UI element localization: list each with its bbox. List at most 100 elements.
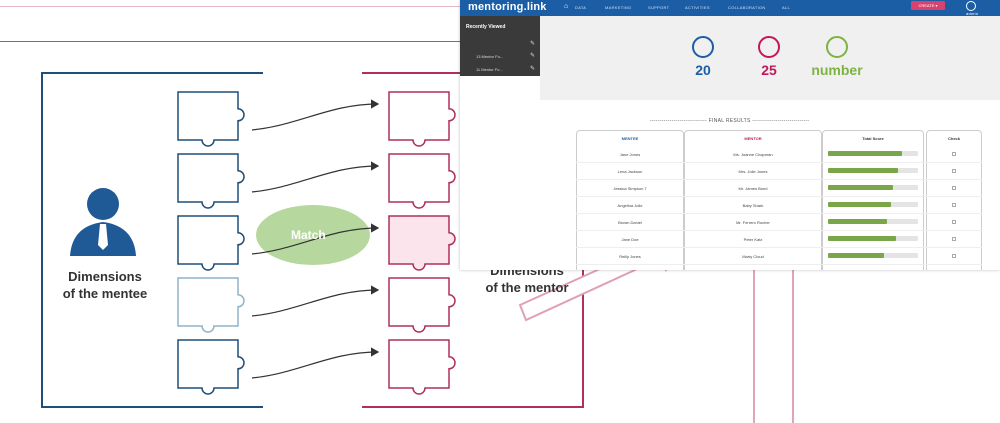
connection-arrow <box>251 347 380 379</box>
mentee-cell: Lena Jackson <box>617 169 643 174</box>
mentor-cell: Mrs. Jolie Jones <box>738 169 768 174</box>
home-icon[interactable]: ⌂ <box>564 3 569 10</box>
connection-arrow <box>251 285 380 317</box>
create-button[interactable]: CREATE ▾ <box>911 1 945 10</box>
mentor-cell: Ms. Joanne Chapman <box>733 152 773 157</box>
nav-activities[interactable]: ACTIVITIES <box>685 5 710 10</box>
mentor-label-line2: of the mentor <box>485 280 569 295</box>
mentor-cell: Peter Katz <box>743 237 763 242</box>
score-bar <box>828 202 918 207</box>
mentor-piece <box>388 339 456 395</box>
mentee-piece <box>177 153 245 209</box>
mentee-piece <box>177 339 245 395</box>
results-title: ----------------------------- FINAL RESU… <box>650 118 810 124</box>
mentee-cell: Jane Jones <box>619 152 641 157</box>
mentee-column-frame <box>576 130 684 270</box>
score-bar <box>828 236 918 241</box>
mentor-cell: Marty Cloud <box>742 254 764 259</box>
score-bar-fill <box>828 185 893 190</box>
check-box[interactable] <box>952 220 956 224</box>
mentor-piece <box>388 153 456 209</box>
mentee-cell: Jessica Simpson 7 <box>613 186 647 191</box>
row-divider <box>576 247 982 248</box>
mentor-piece <box>388 277 456 333</box>
mentee-cell: Reilly Jones <box>619 254 641 259</box>
top-red-line <box>0 6 465 7</box>
connection-arrow <box>251 161 380 193</box>
mentor-cell: Mr. James Bond <box>738 186 768 191</box>
mentor-puzzle-pieces <box>388 91 456 395</box>
edit-icon[interactable]: ✎ <box>530 41 536 47</box>
mentor-cell: Mr. Ferrero Rocher <box>736 220 770 225</box>
app-screenshot: mentoring.link ⌂ DATA MARKETING SUPPORT … <box>460 0 1000 270</box>
stats-band: 20 25 number <box>540 16 1000 100</box>
edit-icon[interactable]: ✎ <box>530 53 536 59</box>
check-column-frame <box>926 130 982 270</box>
score-bar <box>828 151 918 156</box>
col-check: Check <box>947 136 960 141</box>
mentor-piece <box>388 91 456 147</box>
score-bar-fill <box>828 151 902 156</box>
score-bar-fill <box>828 202 891 207</box>
mentor-cell: Baby Shark <box>742 203 764 208</box>
check-box[interactable] <box>952 237 956 241</box>
mentee-person-icon <box>70 188 136 256</box>
mentee-label-line1: Dimensions <box>68 269 142 284</box>
check-box[interactable] <box>952 169 956 173</box>
col-mentor: MENTOR <box>744 136 762 141</box>
mentee-frame <box>41 72 263 408</box>
app-logo[interactable]: mentoring.link <box>468 1 547 13</box>
check-box[interactable] <box>952 152 956 156</box>
score-bar-fill <box>828 168 899 173</box>
check-box[interactable] <box>952 203 956 207</box>
connection-arrows <box>251 99 380 379</box>
mentor-piece <box>388 215 456 271</box>
user-label[interactable]: admin <box>966 11 979 16</box>
mentee-cell: Jane Doe <box>621 237 639 242</box>
row-divider <box>576 162 982 163</box>
sidebar-item-2[interactable]: 11 Mentor Fo... <box>476 67 503 72</box>
col-total-score: Total Score <box>862 136 884 141</box>
score-bar-fill <box>828 236 897 241</box>
mentee-cell: Angelina Jolie <box>617 203 643 208</box>
user-avatar-icon[interactable] <box>966 1 976 11</box>
mentor-column-frame <box>684 130 822 270</box>
score-bar <box>828 185 918 190</box>
score-bar-fill <box>828 253 884 258</box>
nav-data[interactable]: DATA <box>575 5 587 10</box>
mentee-cell: Brown Daniel <box>618 220 642 225</box>
sidebar-title: Recently Viewed <box>466 24 506 30</box>
row-divider <box>576 213 982 214</box>
match-ellipse <box>256 205 370 265</box>
connection-arrow <box>251 223 380 255</box>
check-box[interactable] <box>952 254 956 258</box>
mentee-piece <box>177 277 245 333</box>
connection-arrow <box>251 99 380 131</box>
mentee-piece <box>177 91 245 147</box>
recent-sidebar: Recently Viewed ✎ 13 Mentor Fo... ✎ 11 M… <box>460 16 540 76</box>
score-bar <box>828 253 918 258</box>
score-column-frame <box>822 130 924 270</box>
top-red-line-2 <box>0 41 465 42</box>
score-bar <box>828 168 918 173</box>
nav-all[interactable]: ALL <box>782 5 791 10</box>
mentee-puzzle-pieces <box>177 91 245 395</box>
mentee-label: Dimensions of the mentee <box>55 268 155 302</box>
mentee-piece <box>177 215 245 271</box>
check-box[interactable] <box>952 186 956 190</box>
score-bar <box>828 219 918 224</box>
edit-icon[interactable]: ✎ <box>530 66 536 72</box>
nav-marketing[interactable]: MARKETING <box>605 5 632 10</box>
puzzle-icon <box>826 36 848 58</box>
row-divider <box>576 179 982 180</box>
match-label: Match <box>291 228 326 242</box>
nav-collaboration[interactable]: COLLABORATION <box>728 5 766 10</box>
mentee-label-line2: of the mentee <box>62 286 148 301</box>
mentor-user-icon <box>758 36 780 58</box>
nav-support[interactable]: SUPPORT <box>648 5 670 10</box>
row-divider <box>576 230 982 231</box>
sidebar-item-1[interactable]: 13 Mentor Fo... <box>476 54 504 59</box>
stat-matches: number <box>811 62 863 78</box>
stat-mentees: 20 <box>695 62 711 78</box>
